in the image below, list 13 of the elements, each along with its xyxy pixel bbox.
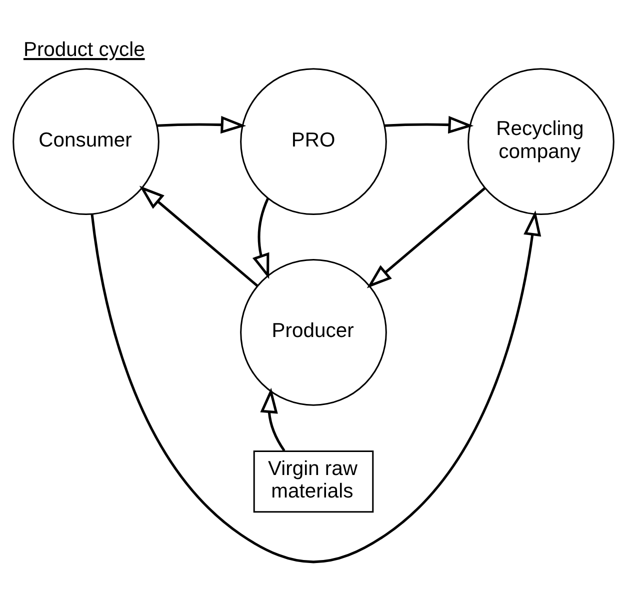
arrow [366, 186, 486, 288]
node-circle: Producer [240, 258, 387, 406]
node-circle: Recycling company [468, 68, 614, 214]
arrow [384, 115, 474, 134]
arrow [139, 185, 258, 286]
node-circle: Consumer [12, 68, 160, 214]
arrow [157, 115, 246, 134]
arrow [90, 210, 542, 562]
node-circle: PRO [240, 68, 387, 214]
arrow [260, 387, 286, 451]
arrow [252, 198, 270, 278]
node-box: Virgin raw materials [253, 450, 374, 512]
diagram-title: Product cycle [23, 38, 145, 61]
